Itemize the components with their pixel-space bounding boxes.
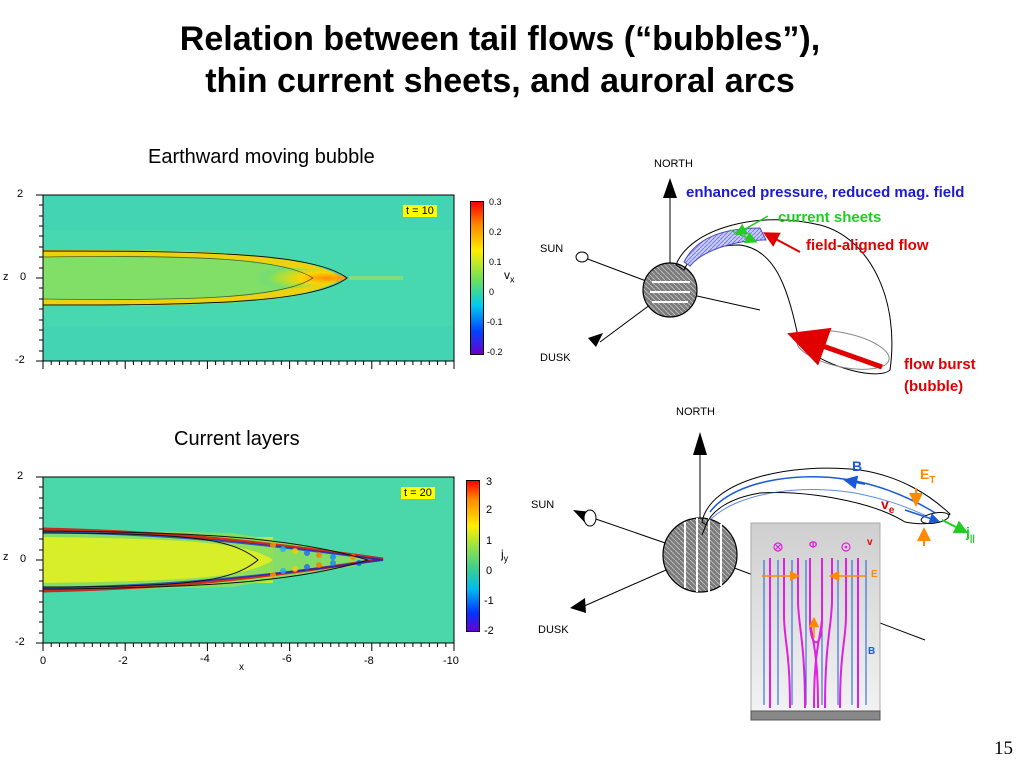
plot2-cb-tick: -1 bbox=[484, 595, 494, 607]
plot2-time-badge: t = 20 bbox=[401, 487, 435, 499]
plot2-z-tick: -2 bbox=[15, 636, 25, 648]
slide-title: Relation between tail flows (“bubbles”),… bbox=[0, 18, 1000, 102]
d1-current-sheets-label: current sheets bbox=[778, 209, 882, 226]
plot1-z-tick: 2 bbox=[17, 188, 24, 200]
plot2-x-label: x bbox=[239, 662, 244, 673]
d1-sun-label: SUN bbox=[540, 243, 564, 255]
plot1-cb-tick: 0.2 bbox=[489, 227, 502, 237]
plot1-title: Earthward moving bubble bbox=[148, 146, 375, 168]
plot2-z-tick: 0 bbox=[20, 553, 27, 565]
plot1-z-tick: -2 bbox=[15, 354, 25, 366]
d2-north-arrowhead bbox=[693, 432, 707, 455]
plot1-colorbar bbox=[470, 201, 484, 355]
plot2-x-tick: -8 bbox=[364, 655, 374, 667]
d2-b-label: B bbox=[852, 458, 863, 474]
d1-flow-burst-label: flow burst bbox=[904, 356, 976, 373]
plot1-cb-tick: 0.3 bbox=[489, 197, 502, 207]
plot2-x-tick: -2 bbox=[118, 655, 128, 667]
d1-north-label: NORTH bbox=[654, 158, 693, 170]
plot2-x-tick: -6 bbox=[282, 653, 292, 665]
plot1-time-badge: t = 10 bbox=[403, 205, 437, 217]
d2-inset-v: v bbox=[867, 537, 873, 548]
d2-dusk-cone bbox=[570, 598, 586, 613]
d1-field-aligned-label: field-aligned flow bbox=[806, 237, 929, 254]
title-line-2: thin current sheets, and auroral arcs bbox=[205, 62, 795, 100]
plot1-z-label: z bbox=[3, 271, 9, 283]
plot2-cb-tick: 3 bbox=[486, 476, 493, 488]
plot2-cb-tick: -2 bbox=[484, 625, 494, 637]
d2-dusk-label: DUSK bbox=[538, 624, 569, 636]
d2-ve-label: ve bbox=[881, 496, 895, 516]
plot2-x-tick: -4 bbox=[200, 653, 210, 665]
plot2-z-label: z bbox=[3, 551, 9, 563]
plot2-title: Current layers bbox=[174, 428, 300, 450]
d2-earth bbox=[662, 517, 738, 593]
d2-j-label: j|| bbox=[966, 524, 975, 543]
d2-et-label: ET bbox=[920, 466, 936, 486]
title-line-1: Relation between tail flows (“bubbles”), bbox=[179, 20, 821, 58]
d1-dusk-cone bbox=[588, 333, 603, 347]
d2-sun-label: SUN bbox=[531, 499, 555, 511]
plot2-cb-tick: 0 bbox=[486, 565, 493, 577]
d1-sun-cone bbox=[575, 251, 589, 263]
plot2-cb-label: jy bbox=[501, 547, 509, 564]
plot2-cb-tick: 2 bbox=[486, 504, 493, 516]
d2-sun-cone bbox=[583, 509, 597, 527]
page-number: 15 bbox=[994, 738, 1013, 759]
d1-enhanced-label: enhanced pressure, reduced mag. field bbox=[686, 184, 965, 201]
d2-inset-b: B bbox=[868, 646, 876, 657]
d1-dusk-label: DUSK bbox=[540, 352, 571, 364]
plot2-colorbar bbox=[466, 480, 480, 632]
d2-inset-phi: Φ bbox=[809, 540, 818, 551]
d1-earth bbox=[642, 262, 698, 318]
plot2-cb-tick: 1 bbox=[486, 535, 493, 547]
d1-bubble-label: (bubble) bbox=[904, 378, 964, 395]
plot2-x-tick: 0 bbox=[40, 655, 47, 667]
d1-flow-burst-arrow bbox=[787, 327, 883, 370]
d2-inset-panel bbox=[750, 522, 881, 721]
d2-north-label: NORTH bbox=[676, 406, 715, 418]
plot2-z-tick: 2 bbox=[17, 470, 24, 482]
d1-north-arrowhead bbox=[663, 178, 677, 198]
plot1-z-tick: 0 bbox=[20, 271, 27, 283]
d1-field-aligned-arrow bbox=[762, 232, 801, 253]
d2-inset-e: E bbox=[871, 569, 878, 580]
plot1-cb-tick: 0.1 bbox=[489, 257, 502, 267]
plot2-x-tick: -10 bbox=[443, 655, 459, 667]
plot1-cb-tick: 0 bbox=[489, 287, 495, 297]
plot1-cb-tick: -0.2 bbox=[487, 347, 503, 357]
plot1-cb-tick: -0.1 bbox=[487, 317, 503, 327]
plot1-cb-label: vx bbox=[504, 268, 515, 285]
